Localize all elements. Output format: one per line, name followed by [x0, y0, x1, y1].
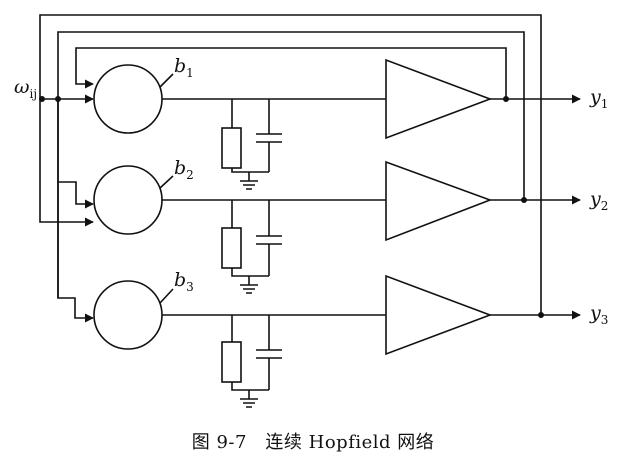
bias-label-1: b1 — [174, 55, 194, 80]
neuron-circle — [93, 280, 163, 350]
resistor — [221, 341, 242, 383]
amplifier — [385, 160, 493, 242]
ground-symbol — [240, 172, 258, 190]
bias-label-2: b2 — [174, 157, 194, 182]
resistor — [221, 227, 242, 269]
feedback-wires — [39, 14, 542, 323]
neuron-2 — [93, 160, 581, 294]
capacitor — [256, 133, 282, 143]
neuron-3 — [93, 274, 581, 408]
neuron-circle — [93, 64, 163, 134]
figure-caption: 图 9-7 连续 Hopfield 网络 — [191, 432, 435, 453]
output-label-3: y3 — [589, 302, 608, 327]
amplifier — [385, 58, 493, 140]
capacitor — [256, 235, 282, 245]
output-label-2: y2 — [589, 188, 608, 213]
input-label-omega: ωij — [14, 76, 37, 101]
ground-symbol — [240, 276, 258, 294]
resistor — [221, 127, 242, 169]
ground-symbol — [240, 390, 258, 408]
output-label-1: y1 — [589, 86, 608, 111]
bias-label-3: b3 — [174, 269, 194, 294]
neuron-1 — [93, 58, 581, 190]
amplifier — [385, 274, 493, 356]
capacitor — [256, 349, 282, 359]
neuron-circle — [93, 165, 163, 235]
input-distribution — [42, 94, 94, 298]
